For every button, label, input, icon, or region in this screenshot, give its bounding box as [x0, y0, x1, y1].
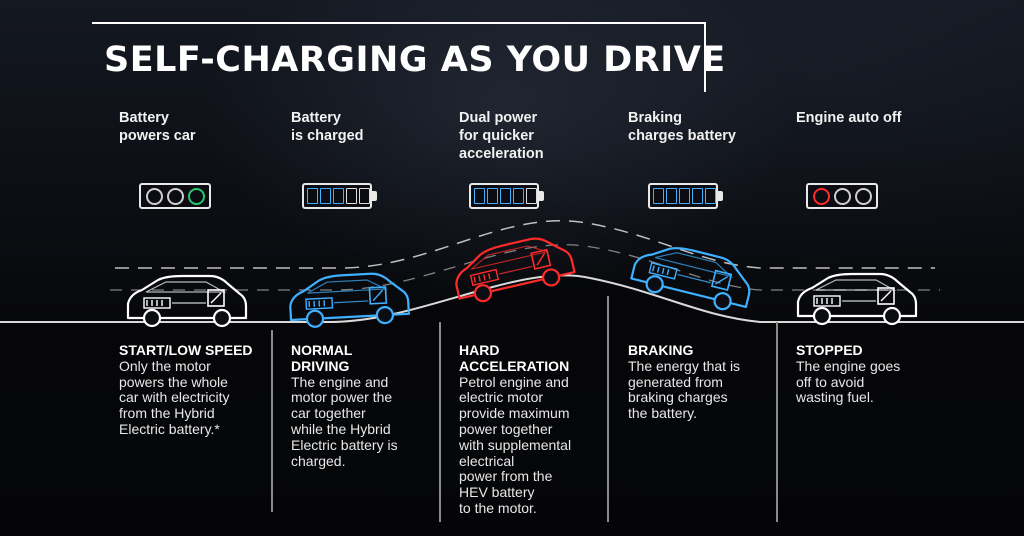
desc-line: car together	[291, 405, 366, 422]
stage-3-heading-line: acceleration	[459, 146, 544, 162]
stage-name: STOPPED	[796, 342, 863, 358]
stage-name: ACCELERATION	[459, 357, 570, 374]
battery-cell-charged	[307, 188, 318, 204]
desc-line: while the Hybrid	[291, 420, 391, 437]
car-outline-icon	[796, 272, 918, 326]
stage-4-heading-line: Braking	[628, 110, 682, 126]
stage-2-heading: Battery is charged	[291, 109, 441, 145]
desc-line: to the motor.	[459, 499, 537, 516]
car-outline-icon	[287, 270, 411, 330]
stage-name: START/LOW SPEED	[119, 342, 253, 358]
battery-icon	[469, 183, 544, 209]
battery-cell-charged	[500, 188, 511, 204]
desc-line: wasting fuel.	[796, 389, 874, 406]
stage-2-heading-line: Battery	[291, 110, 341, 126]
desc-line: off to avoid	[796, 373, 865, 390]
battery-cell-charged	[333, 188, 344, 204]
desc-line: Electric battery is	[291, 436, 398, 453]
stage-3-heading: Dual power for quicker acceleration	[459, 109, 609, 163]
page-title: SELF-CHARGING AS YOU DRIVE	[104, 40, 726, 80]
battery-cell-charged	[487, 188, 498, 204]
desc-line: car with electricity	[119, 389, 230, 406]
stage-name: DRIVING	[291, 357, 350, 374]
traffic-light-icon	[806, 183, 878, 209]
stage-3-heading-line: Dual power	[459, 110, 538, 126]
stage-1-heading-line: powers car	[119, 128, 196, 144]
stage-divider	[271, 330, 273, 512]
stage-divider	[607, 296, 609, 522]
stage-divider	[776, 322, 778, 522]
desc-line: electric motor	[459, 389, 544, 406]
lamp-off-icon	[146, 188, 163, 205]
stage-2-heading-line: is charged	[291, 128, 364, 144]
battery-cell-charged	[653, 188, 664, 204]
desc-line: power together	[459, 420, 553, 437]
desc-line: the battery.	[628, 405, 698, 422]
stage-3-description: HARD ACCELERATION Petrol engine and elec…	[459, 342, 619, 517]
desc-line: The engine and	[291, 373, 389, 390]
battery-cell-empty	[526, 188, 537, 204]
desc-line: Petrol engine and	[459, 373, 569, 390]
battery-cell-charged	[474, 188, 485, 204]
stage-1-heading-line: Battery	[119, 110, 169, 126]
lamp-red-icon	[813, 188, 830, 205]
stage-1-heading: Battery powers car	[119, 109, 269, 145]
stage-divider	[439, 322, 441, 522]
desc-line: The energy that is	[628, 357, 741, 374]
stage-2-description: NORMAL DRIVING The engine and motor powe…	[291, 342, 451, 469]
lamp-off-icon	[834, 188, 851, 205]
battery-terminal	[718, 191, 723, 201]
battery-cell-charged	[513, 188, 524, 204]
traffic-light-icon	[139, 183, 211, 209]
battery-cell-charged	[679, 188, 690, 204]
stage-5-description: STOPPED The engine goes off to avoid was…	[796, 342, 956, 406]
desc-line: electrical	[459, 452, 515, 469]
stage-name: HARD	[459, 342, 500, 358]
stage-5-heading-line: Engine auto off	[796, 110, 902, 126]
desc-line: The engine goes	[796, 357, 901, 374]
desc-line: generated from	[628, 373, 723, 390]
title-frame	[92, 22, 706, 92]
stage-name: BRAKING	[628, 342, 694, 358]
battery-cell-charged	[666, 188, 677, 204]
stage-4-heading: Braking charges battery	[628, 109, 778, 145]
stage-5-heading: Engine auto off	[796, 109, 946, 127]
battery-cell-empty	[359, 188, 370, 204]
battery-cell-charged	[692, 188, 703, 204]
desc-line: braking charges	[628, 389, 728, 406]
desc-line: powers the whole	[119, 373, 228, 390]
battery-cell-charged	[705, 188, 716, 204]
battery-cell-charged	[320, 188, 331, 204]
car-outline-icon	[126, 274, 248, 328]
desc-line: charged.	[291, 452, 346, 469]
lamp-green-icon	[188, 188, 205, 205]
lamp-off-icon	[855, 188, 872, 205]
desc-line: provide maximum	[459, 405, 570, 422]
desc-line: motor power the	[291, 389, 393, 406]
stage-name: NORMAL	[291, 342, 353, 358]
battery-cell-empty	[346, 188, 357, 204]
desc-line: with supplemental	[459, 436, 572, 453]
stage-4-heading-line: charges battery	[628, 128, 736, 144]
battery-terminal	[539, 191, 544, 201]
desc-line: Only the motor	[119, 357, 211, 374]
battery-icon	[302, 183, 377, 209]
lamp-off-icon	[167, 188, 184, 205]
stage-1-description: START/LOW SPEED Only the motor powers th…	[119, 342, 279, 438]
stage-4-description: BRAKING The energy that is generated fro…	[628, 342, 788, 422]
desc-line: power from the	[459, 468, 553, 485]
battery-icon	[648, 183, 723, 209]
battery-terminal	[372, 191, 377, 201]
desc-line: from the Hybrid	[119, 405, 215, 422]
stage-3-heading-line: for quicker	[459, 128, 534, 144]
desc-line: Electric battery.*	[119, 420, 220, 437]
desc-line: HEV battery	[459, 484, 535, 501]
